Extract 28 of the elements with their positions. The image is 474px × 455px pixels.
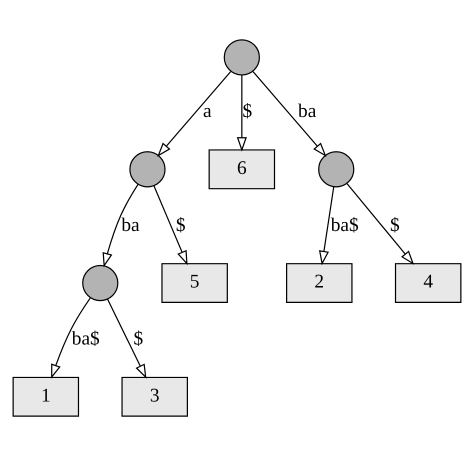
arrow (346, 182, 414, 264)
node-box: 4 (394, 262, 462, 303)
edge-label: ba$ (330, 214, 359, 236)
edge-label: $ (242, 100, 252, 122)
node-circle (82, 264, 118, 301)
edge-label: ba (298, 100, 316, 122)
arrow (157, 70, 232, 156)
arrow (107, 298, 146, 378)
node-box: 2 (286, 262, 353, 303)
arrow (236, 74, 247, 152)
edge-label: $ (134, 328, 144, 350)
node-circle (129, 150, 166, 187)
arrow (252, 70, 327, 156)
node-circle (224, 38, 260, 76)
node-box: 5 (161, 262, 228, 303)
edge-label: $ (390, 214, 400, 236)
node-box: 6 (208, 148, 276, 189)
arrow (102, 184, 138, 267)
edge-label: ba$ (72, 328, 100, 350)
node-circle (318, 150, 354, 187)
arrow (318, 186, 334, 265)
arrow (153, 185, 188, 265)
edge-label: a (203, 100, 212, 122)
node-box: 1 (12, 376, 80, 416)
arrow (51, 297, 91, 378)
edge-label: ba (121, 214, 140, 236)
node-box: 3 (121, 376, 188, 416)
edge-label: $ (176, 214, 186, 236)
